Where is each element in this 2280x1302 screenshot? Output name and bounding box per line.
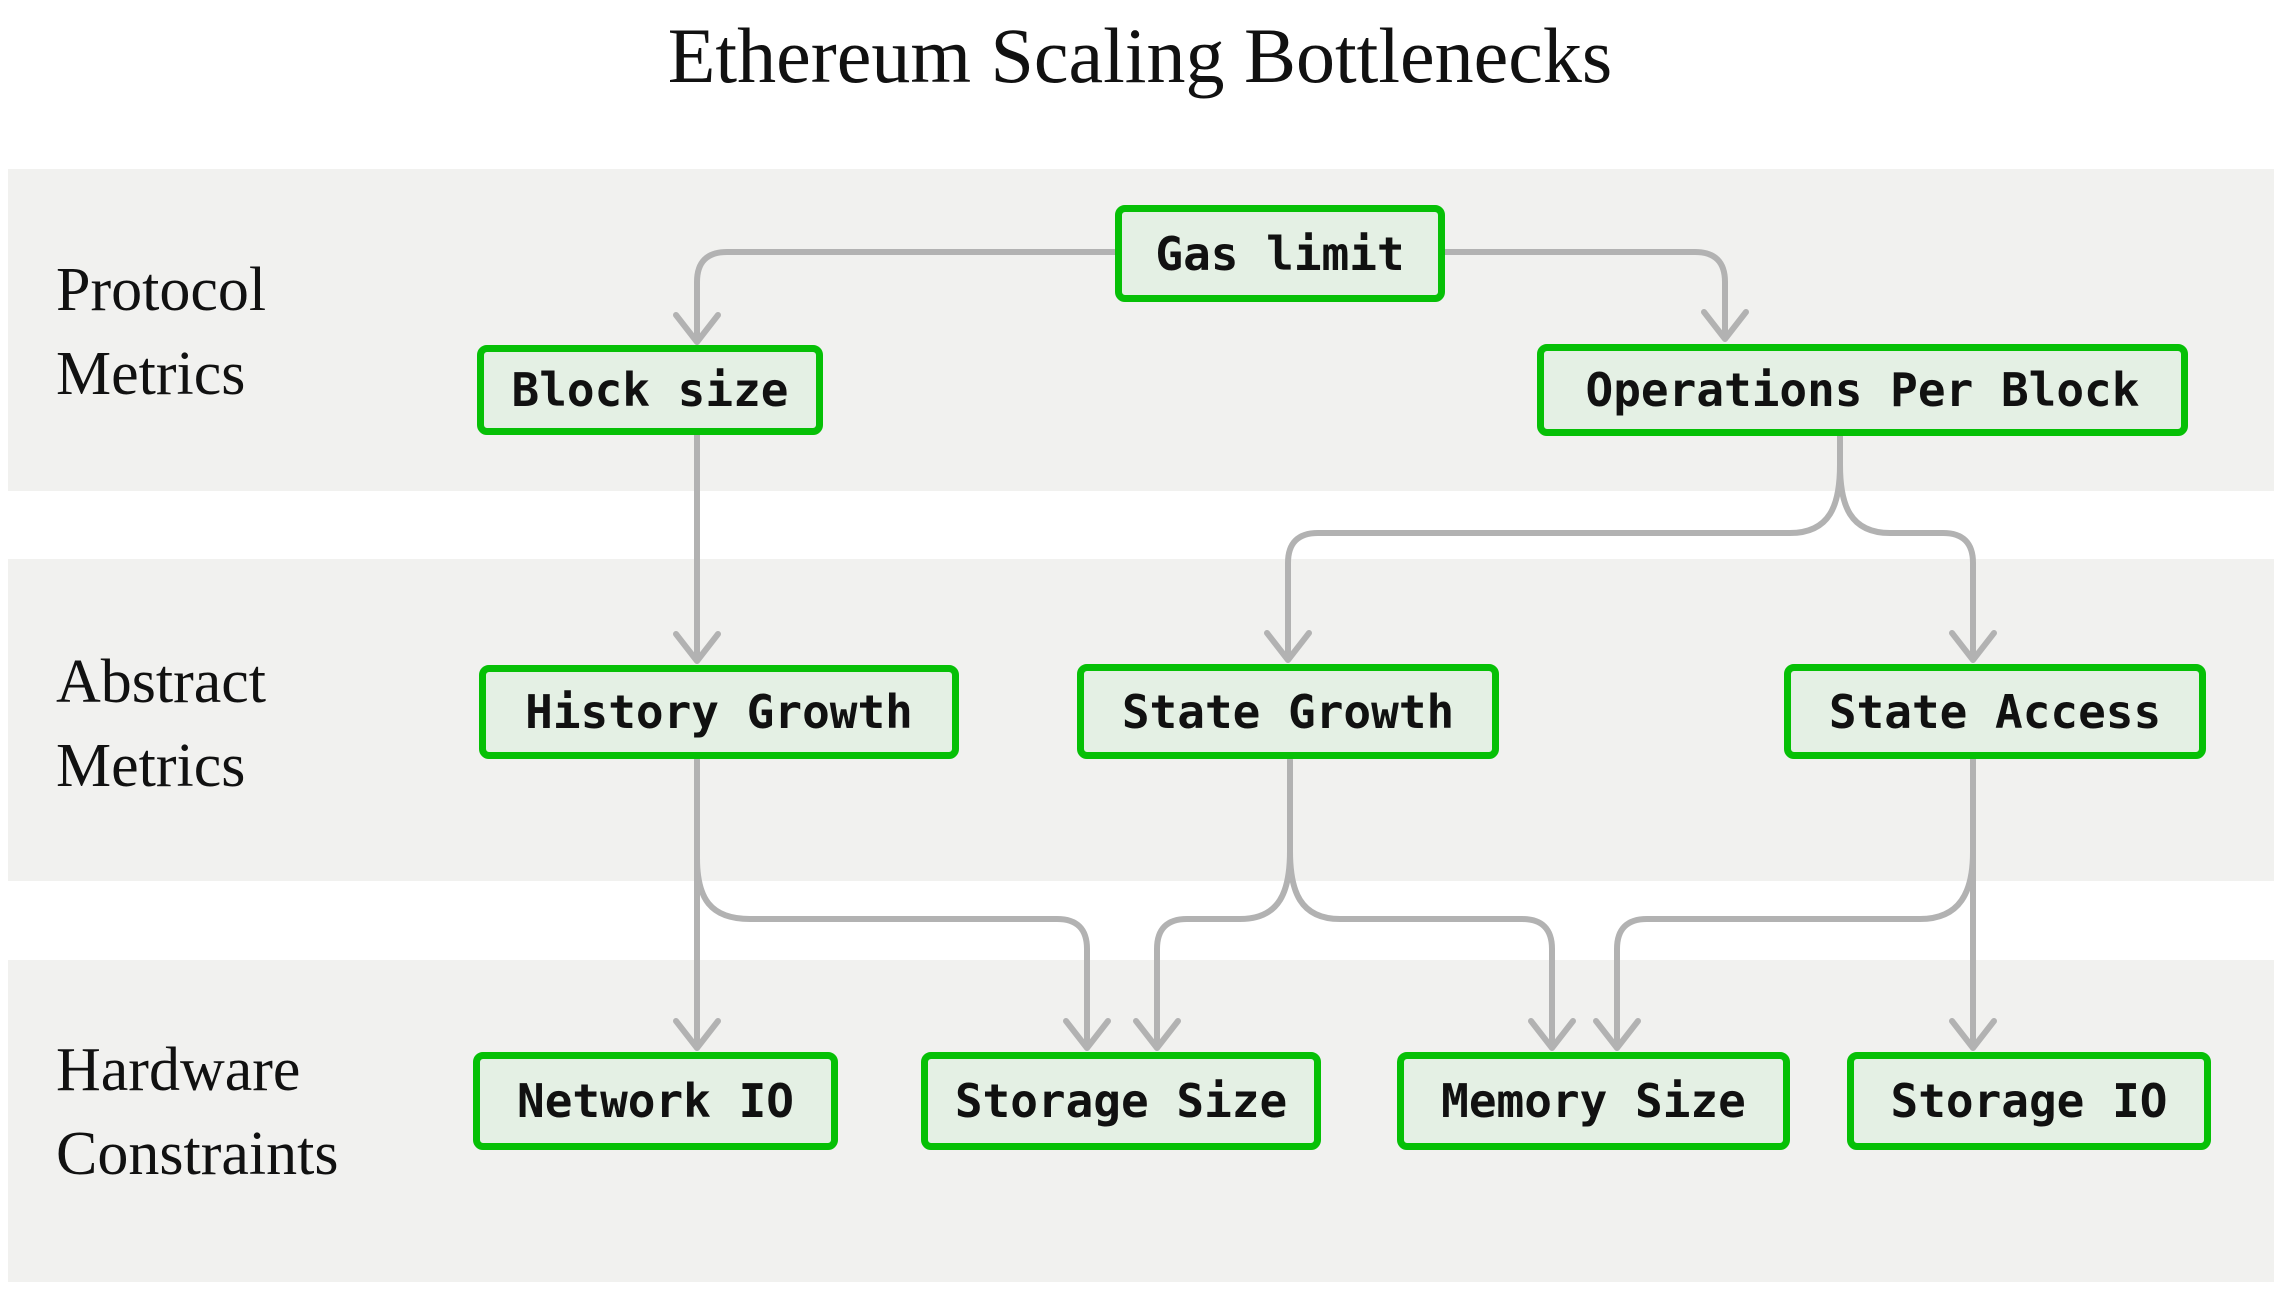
node-history-growth: History Growth [479, 665, 959, 759]
page-title: Ethereum Scaling Bottlenecks [667, 12, 1613, 99]
node-state-growth: State Growth [1077, 664, 1499, 759]
node-gas-limit: Gas limit [1115, 205, 1445, 302]
node-state-access: State Access [1784, 664, 2206, 759]
node-block-size: Block size [477, 345, 823, 435]
node-storage-io: Storage IO [1847, 1052, 2211, 1150]
node-storage-size: Storage Size [921, 1052, 1321, 1150]
node-network-io: Network IO [473, 1052, 838, 1150]
node-memory-size: Memory Size [1397, 1052, 1790, 1150]
node-operations-per-block: Operations Per Block [1537, 344, 2188, 436]
